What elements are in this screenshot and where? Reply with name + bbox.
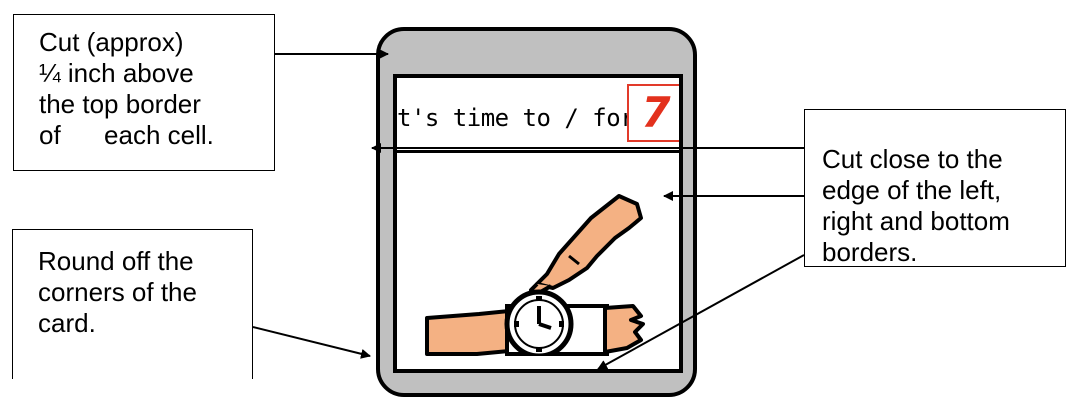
callout-cut-top: Cut (approx) ¼ inch above the top border… (13, 14, 275, 171)
arrow-to-corner (253, 327, 370, 356)
callout-right-line-3: right and bottom (822, 206, 1065, 237)
callout-top-line-4: of each cell. (39, 120, 274, 151)
callout-right-line-2: edge of the left, (822, 175, 1065, 206)
cell-number: 7 (629, 88, 679, 137)
card-cell: t's time to / for 7 (393, 74, 683, 373)
callout-cut-edges: Cut close to the edge of the left, right… (804, 109, 1066, 267)
callout-right-line-4: borders. (822, 237, 1065, 268)
callout-bottom-line-3: card. (38, 308, 252, 339)
callout-top-line-3: the top border (39, 89, 274, 120)
cell-title-row: t's time to / for 7 (397, 78, 679, 153)
callout-round-corners: Round off the corners of the card. (12, 229, 253, 379)
callout-right-line-1: Cut close to the (822, 144, 1065, 175)
callout-bottom-line-2: corners of the (38, 277, 252, 308)
symbol-card: t's time to / for 7 (376, 27, 697, 373)
callout-bottom-line-1: Round off the (38, 246, 252, 277)
cell-number-box: 7 (627, 84, 679, 142)
hand-pointing-at-wristwatch-icon (419, 156, 659, 356)
cell-title: t's time to / for (397, 104, 634, 132)
callout-top-line-1: Cut (approx) (39, 27, 274, 58)
callout-top-line-2: ¼ inch above (39, 58, 274, 89)
